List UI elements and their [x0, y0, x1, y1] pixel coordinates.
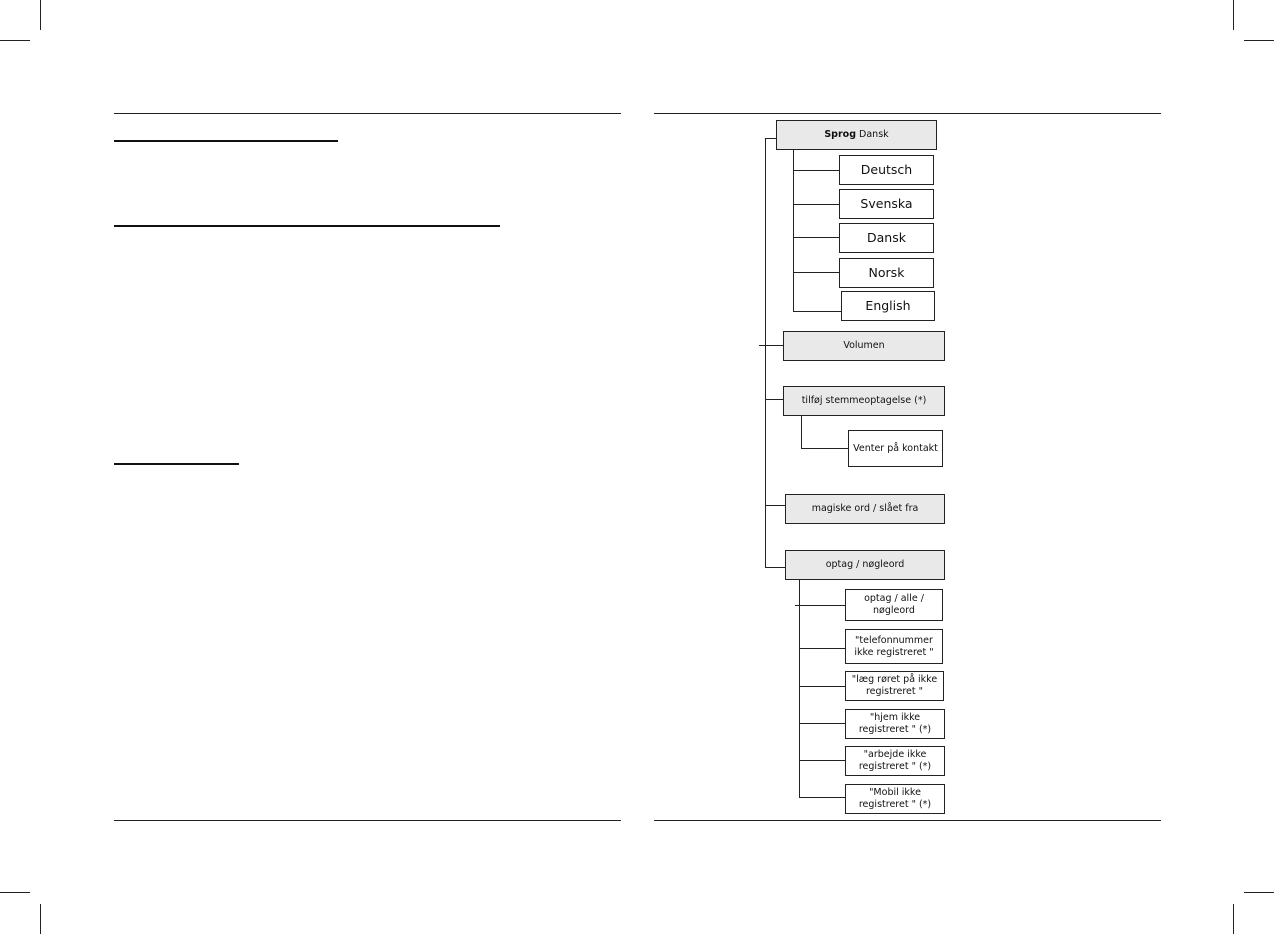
crop-mark [40, 904, 41, 934]
record-option-hang-up: "læg røret på ikke registreret " [845, 671, 944, 701]
record-option-mobile: "Mobil ikke registreret " (*) [845, 784, 945, 814]
record-option-work: "arbejde ikke registreret " (*) [845, 746, 945, 776]
right-page-bottom-rule [654, 820, 1161, 821]
record-option-phone-number: "telefonnummer ikke registreret " [845, 629, 943, 664]
crop-mark [1233, 0, 1234, 30]
record-option-home: "hjem ikke registreret " (*) [845, 709, 945, 739]
record-keyword-node: optag / nøgleord [785, 550, 945, 580]
heading-underline [114, 140, 338, 142]
waiting-node: Venter på kontakt [848, 430, 943, 467]
left-page-bottom-rule [114, 820, 621, 821]
sprog-value: Dansk [859, 129, 889, 141]
record-option-all-keyword: optag / alle / nøgleord [845, 589, 943, 621]
language-option-deutsch: Deutsch [839, 155, 934, 185]
sprog-label: Sprog [824, 129, 856, 141]
crop-mark [1233, 904, 1234, 934]
heading-underline [114, 463, 239, 465]
sprog-node: Sprog Dansk [776, 120, 937, 150]
heading-underline [114, 225, 500, 227]
left-page-top-rule [114, 113, 621, 114]
crop-mark [40, 0, 41, 30]
language-option-english: English [841, 291, 935, 321]
magic-words-node: magiske ord / slået fra [785, 494, 945, 524]
crop-mark [1244, 40, 1274, 41]
crop-mark [1244, 892, 1274, 893]
add-voice-node: tilføj stemmeoptagelse (*) [783, 386, 945, 416]
language-option-svenska: Svenska [839, 189, 934, 219]
right-page-top-rule [654, 113, 1161, 114]
crop-mark [0, 40, 30, 41]
language-option-dansk: Dansk [839, 223, 934, 253]
crop-mark [0, 892, 30, 893]
volume-node: Volumen [783, 331, 945, 361]
language-option-norsk: Norsk [839, 258, 934, 288]
